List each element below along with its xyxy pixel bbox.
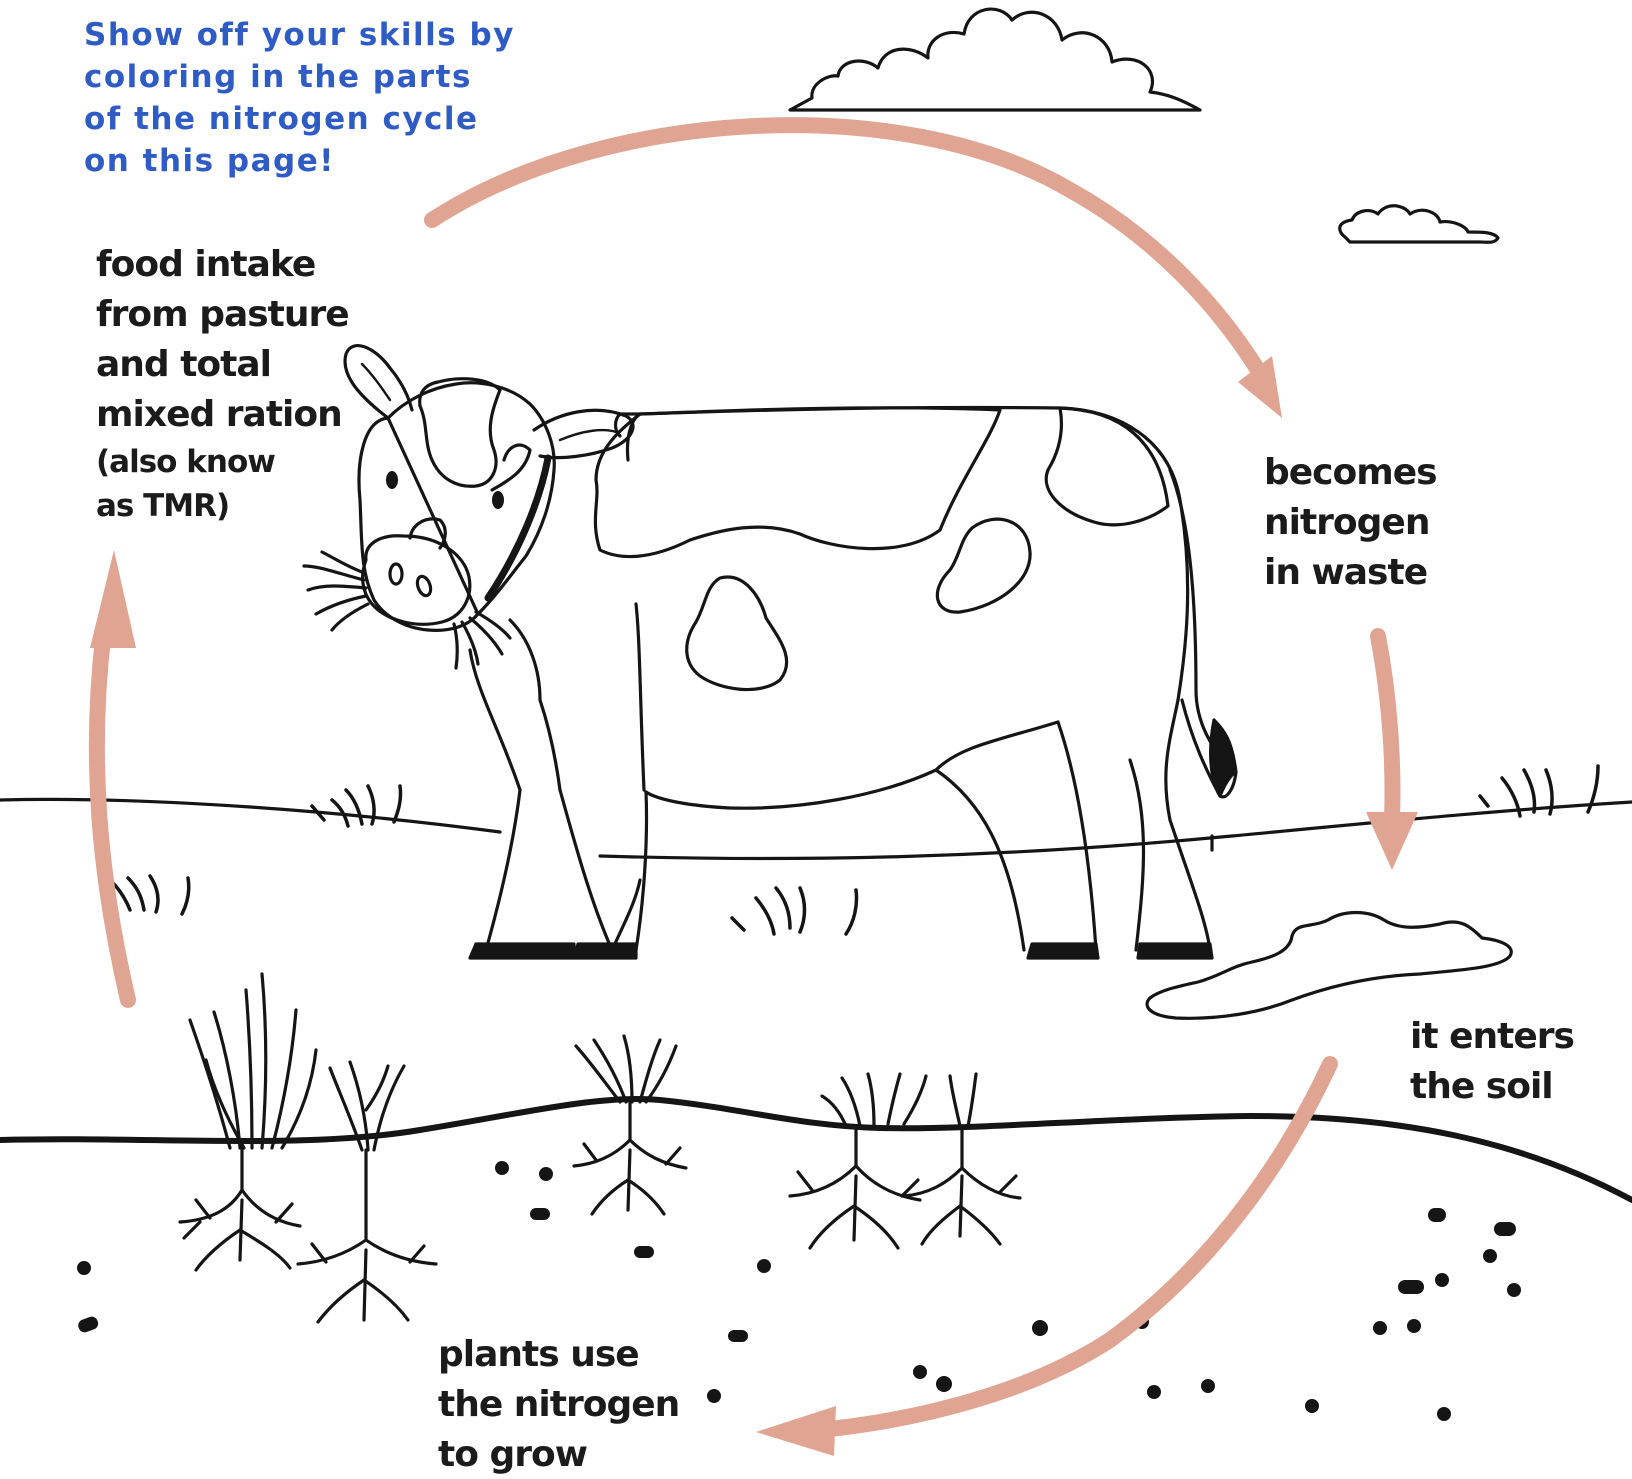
step-line: in waste	[1264, 548, 1437, 598]
manure-puddle-icon	[1147, 913, 1511, 1019]
arrow-food-to-waste	[432, 125, 1258, 370]
step-line: and total	[96, 340, 349, 390]
step-note-line: (also know	[96, 440, 349, 484]
step-line: the nitrogen	[438, 1380, 679, 1430]
step-waste-label: becomes nitrogen in waste	[1264, 448, 1437, 598]
step-line: it enters	[1410, 1012, 1574, 1062]
intro-line: Show off your skills by	[84, 14, 504, 56]
step-soil-label: it enters the soil	[1410, 1012, 1574, 1112]
intro-line: on this page!	[84, 140, 504, 182]
arrowhead-food	[90, 550, 136, 648]
intro-line: of the nitrogen cycle	[84, 98, 504, 140]
step-line: nitrogen	[1264, 498, 1437, 548]
arrowhead-waste	[1238, 356, 1282, 418]
cloud-large-icon	[790, 9, 1200, 110]
arrowhead-plants	[756, 1406, 836, 1456]
arrow-waste-down	[1378, 636, 1392, 820]
step-line: mixed ration	[96, 390, 349, 440]
cow-illustration	[304, 346, 1236, 958]
cloud-small-icon	[1340, 206, 1498, 243]
arrowhead-down	[1366, 812, 1418, 870]
soil-surface	[0, 1099, 1632, 1200]
step-plants-grow-label: plants use the nitrogen to grow	[438, 1330, 679, 1479]
step-line: to grow	[438, 1430, 679, 1479]
step-line: becomes	[1264, 448, 1437, 498]
step-note-line: as TMR)	[96, 484, 349, 528]
grass-with-roots-icon	[180, 974, 1020, 1322]
intro-line: coloring in the parts	[84, 56, 504, 98]
step-line: food intake	[96, 240, 349, 290]
intro-instructions: Show off your skills by coloring in the …	[84, 14, 504, 182]
soil-particles	[77, 1161, 1521, 1421]
step-line: from pasture	[96, 290, 349, 340]
step-food-intake-label: food intake from pasture and total mixed…	[96, 240, 349, 528]
step-line: plants use	[438, 1330, 679, 1380]
grass-tuft-icon	[112, 766, 1598, 934]
arrow-plants-to-food	[97, 630, 128, 1000]
step-line: the soil	[1410, 1062, 1574, 1112]
